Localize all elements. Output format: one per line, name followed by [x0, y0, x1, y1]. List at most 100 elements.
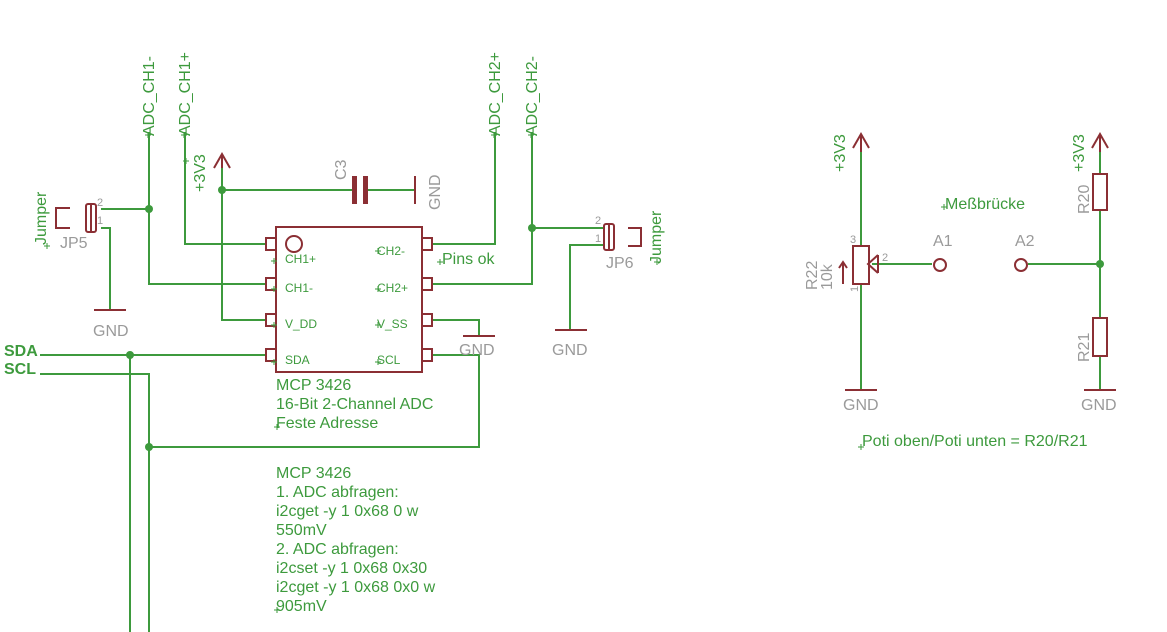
chip-pin1-marker-icon [285, 235, 303, 253]
resistor-r21: R21 [1076, 317, 1108, 362]
note-line: 1. ADC abfragen: [276, 484, 399, 501]
resistor-r20-icon [1092, 173, 1108, 211]
note-line: 2. ADC abfragen: [276, 541, 399, 558]
chip-pin-scl: SCL [377, 353, 401, 367]
junction-sda [126, 351, 134, 359]
part-label-a2: A2 [1015, 233, 1035, 250]
supply-3v3-symbol [213, 151, 231, 169]
gnd-label-r22: GND [843, 397, 879, 414]
jumper-bracket-icon [628, 227, 642, 247]
chip-pin-ch2-minus: CH2- [377, 244, 405, 258]
chip-name: MCP 3426 [276, 377, 351, 394]
supply-3v3-r20: +3V3 [1071, 131, 1109, 172]
net-label-3v3-r20: +3V3 [1071, 134, 1088, 172]
note-poti: Poti oben/Poti unten = R20/R21 [862, 433, 1088, 450]
part-label-r20: R20 [1076, 185, 1093, 214]
note-block: MCP 3426 1. ADC abfragen: i2cget -y 1 0x… [276, 465, 436, 615]
pin-number: 2 [595, 215, 601, 227]
chip-pin-vss: V_SS [377, 317, 408, 331]
net-label-scl: SCL [4, 361, 36, 378]
chip-pin-sda: SDA [285, 353, 310, 367]
pin-number: 2 [97, 197, 103, 209]
gnd-symbol-jp6: GND [552, 329, 588, 359]
chip-pin-ch1-minus: CH1- [285, 281, 313, 295]
pin-number: 1 [849, 286, 861, 292]
origin-crosses [44, 132, 947, 613]
note-line: 550mV [276, 522, 327, 539]
part-label-jp5: JP5 [60, 235, 88, 252]
net-label-adc-ch1-plus: ADC_CH1+ [177, 52, 194, 136]
wire-adc-ch2-plus [432, 132, 496, 245]
net-label-adc-ch2-plus: ADC_CH2+ [487, 52, 504, 136]
note-line: MCP 3426 [276, 465, 351, 482]
capacitor-plate-icon [352, 176, 357, 204]
net-label-sda: SDA [4, 343, 38, 360]
wire-adc-ch2-minus [432, 132, 533, 285]
wire-3v3-vdd [221, 160, 266, 321]
part-label-c3: C3 [333, 159, 350, 180]
net-label-adc-ch1-minus: ADC_CH1- [141, 56, 158, 136]
wire-scl [40, 373, 150, 632]
note-line: i2cget -y 1 0x68 0 w [276, 503, 419, 520]
note-messbruecke: Meßbrücke [945, 196, 1025, 213]
net-label-3v3-r22: +3V3 [832, 134, 849, 172]
wire-jp6-pin1-gnd [569, 244, 606, 330]
wire-adc-ch1-minus [148, 132, 266, 285]
part-label-jp6: JP6 [606, 255, 634, 272]
chip-pin-ch2-plus: CH2+ [377, 281, 408, 295]
junction-3v3 [218, 186, 226, 194]
net-label-adc-ch2-minus: ADC_CH2- [524, 56, 541, 136]
testpoint-a1-icon [933, 258, 947, 272]
gnd-symbol-c3: GND [414, 174, 444, 210]
note-line: i2cget -y 1 0x68 0x0 w [276, 579, 436, 596]
junction-scl [145, 443, 153, 451]
wires-adc-section [40, 132, 606, 632]
pin-number: 1 [595, 233, 601, 245]
junction-ch1-minus [145, 205, 153, 213]
part-label-a1: A1 [933, 233, 953, 250]
chip-body [275, 226, 423, 373]
part-label-jumper: Jumper [648, 210, 665, 264]
capacitor-c3: C3 [333, 159, 368, 204]
pin-number: 2 [882, 252, 888, 264]
part-label-jumper: Jumper [33, 191, 50, 245]
chip-description: 16-Bit 2-Channel ADC [276, 396, 433, 413]
jumper-jp6: 2 1 JP6 Jumper [595, 210, 665, 272]
potentiometer-r22: 3 2 1 R22 10k [804, 234, 888, 292]
gnd-symbol-r22: GND [843, 389, 879, 414]
part-value-r22: 10k [819, 263, 836, 290]
gnd-symbol-jp5: GND [93, 309, 129, 340]
resistor-r21-icon [1092, 317, 1108, 357]
chip-mcp3426: CH1+ CH1- V_DD SDA CH2- CH2+ V_SS SCL MC… [265, 226, 433, 432]
wires-bridge [860, 152, 1101, 390]
junction-ch2-minus [528, 224, 536, 232]
jumper-bracket-icon [55, 207, 70, 229]
testpoint-a1: A1 [933, 233, 953, 272]
gnd-label-r21: GND [1081, 397, 1117, 414]
testpoint-a2-icon [1014, 258, 1028, 272]
potentiometer-body-icon [852, 245, 870, 285]
gnd-symbol-r21: GND [1081, 389, 1117, 414]
chip-pin-ch1-plus: CH1+ [285, 252, 316, 266]
note-pins-ok: Pins ok [442, 251, 495, 268]
note-line: 905mV [276, 598, 327, 615]
gnd-label-jp6: GND [552, 342, 588, 359]
wire-adc-ch1-plus [184, 132, 266, 245]
gnd-symbol-vss: GND [459, 335, 495, 359]
part-label-r21: R21 [1076, 333, 1093, 362]
testpoint-a2: A2 [1014, 233, 1035, 272]
chip-pin-vdd: V_DD [285, 317, 317, 331]
junctions [126, 186, 1104, 451]
gnd-label-jp5: GND [93, 323, 129, 340]
resistor-r20: R20 [1076, 173, 1108, 214]
pin-number: 1 [97, 215, 103, 227]
part-label-r22: R22 [804, 261, 821, 290]
pin-number: 3 [850, 234, 856, 246]
note-line: i2cset -y 1 0x68 0x30 [276, 560, 427, 577]
wire-jp5-pin1-gnd [101, 227, 111, 310]
gnd-label-c3: GND [427, 174, 444, 210]
jumper-jp5: 2 1 Jumper JP5 [33, 191, 103, 252]
gnd-label-vss: GND [459, 342, 495, 359]
net-label-3v3: +3V3 [192, 154, 209, 192]
